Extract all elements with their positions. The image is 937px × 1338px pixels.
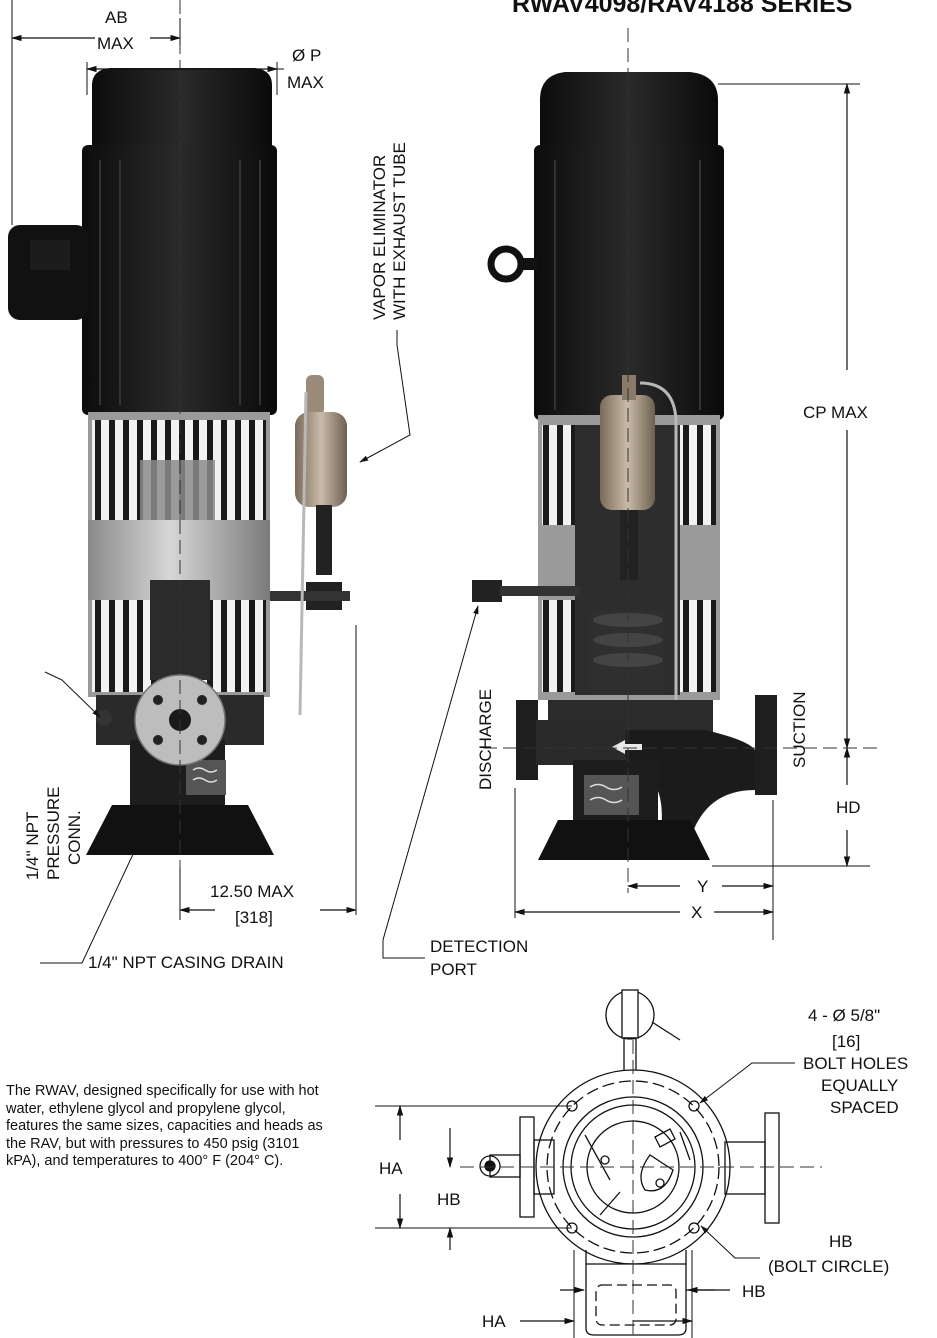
dim-318-label: [318] bbox=[235, 908, 273, 927]
x-label: X bbox=[691, 903, 702, 922]
bolt-holes-label-4: EQUALLY bbox=[821, 1076, 898, 1095]
suction-label: SUCTION bbox=[790, 692, 809, 769]
bolt-holes-label-3: BOLT HOLES bbox=[803, 1054, 908, 1073]
y-label: Y bbox=[697, 877, 708, 896]
bolt-holes-label-5: SPACED bbox=[830, 1098, 899, 1117]
exhaust-tube-label: WITH EXHAUST TUBE bbox=[390, 142, 409, 320]
bolt-circle-label: (BOLT CIRCLE) bbox=[768, 1257, 889, 1276]
p-max-label: MAX bbox=[287, 73, 324, 92]
ab-label: AB bbox=[105, 8, 128, 27]
pump-top-view bbox=[479, 989, 780, 1336]
hd-label: HD bbox=[836, 798, 861, 817]
hb-bottom-label: HB bbox=[742, 1282, 766, 1301]
bolt-holes-label-2: [16] bbox=[832, 1032, 860, 1051]
discharge-label: DISCHARGE bbox=[476, 689, 495, 790]
drawing-title: RWAV4098/RAV4188 SERIES bbox=[512, 0, 852, 18]
bolt-holes-label-1: 4 - Ø 5/8" bbox=[808, 1006, 880, 1025]
p-label: Ø P bbox=[292, 46, 321, 65]
ha-bottom-label: HA bbox=[482, 1312, 506, 1331]
description-text: The RWAV, designed specifically for use … bbox=[6, 1083, 323, 1170]
casing-drain-label: 1/4" NPT CASING DRAIN bbox=[88, 953, 284, 972]
ha-left-label: HA bbox=[379, 1159, 403, 1178]
pump-front-view bbox=[472, 72, 777, 860]
hb-left-label: HB bbox=[437, 1190, 461, 1209]
detection-label-2: PORT bbox=[430, 960, 477, 979]
hb-right-label: HB bbox=[829, 1232, 853, 1251]
dim-1250-label: 12.50 MAX bbox=[210, 882, 294, 901]
pump-side-view bbox=[8, 68, 350, 855]
detection-label-1: DETECTION bbox=[430, 937, 528, 956]
npt-pressure-label-3: CONN. bbox=[65, 810, 84, 865]
npt-pressure-label-1: 1/4" NPT bbox=[23, 812, 42, 880]
ab-max-label: MAX bbox=[97, 34, 134, 53]
npt-pressure-label-2: PRESSURE bbox=[44, 786, 63, 880]
vapor-eliminator-label: VAPOR ELIMINATOR bbox=[370, 155, 389, 320]
cp-max-label: CP MAX bbox=[803, 403, 868, 422]
